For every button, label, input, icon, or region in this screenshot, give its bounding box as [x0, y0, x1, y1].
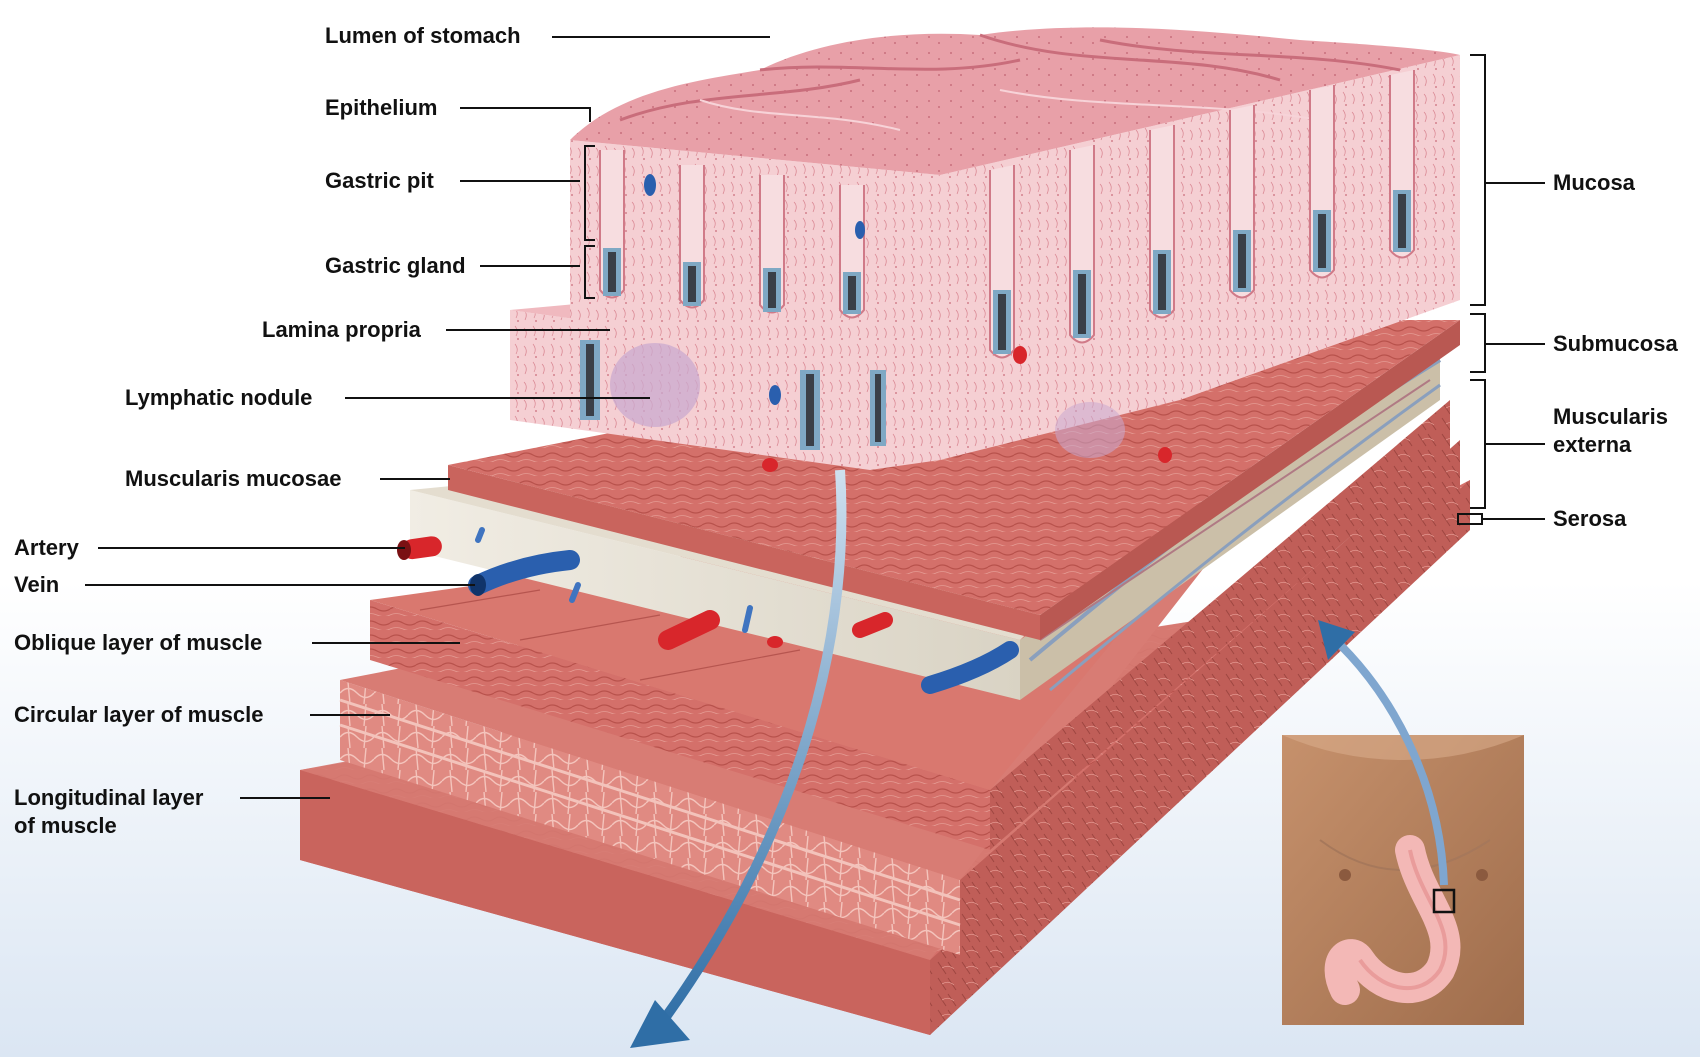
label-muscularis-externa: Muscularis externa: [1553, 403, 1668, 459]
label-lumen-of-stomach: Lumen of stomach: [325, 22, 521, 50]
lymphatic-nodule-shape: [610, 343, 700, 427]
label-oblique-layer: Oblique layer of muscle: [14, 629, 262, 657]
label-submucosa: Submucosa: [1553, 330, 1678, 358]
label-vein: Vein: [14, 571, 59, 599]
label-epithelium: Epithelium: [325, 94, 437, 122]
label-gastric-pit: Gastric pit: [325, 167, 434, 195]
label-serosa: Serosa: [1553, 505, 1626, 533]
label-longitudinal-layer: Longitudinal layer of muscle: [14, 784, 203, 840]
label-artery: Artery: [14, 534, 79, 562]
label-lymphatic-nodule: Lymphatic nodule: [125, 384, 312, 412]
label-gastric-gland: Gastric gland: [325, 252, 466, 280]
label-circular-layer: Circular layer of muscle: [14, 701, 263, 729]
label-muscularis-mucosae: Muscularis mucosae: [125, 465, 341, 493]
torso-inset: [1282, 735, 1524, 1025]
label-lamina-propria: Lamina propria: [262, 316, 421, 344]
label-mucosa: Mucosa: [1553, 169, 1635, 197]
